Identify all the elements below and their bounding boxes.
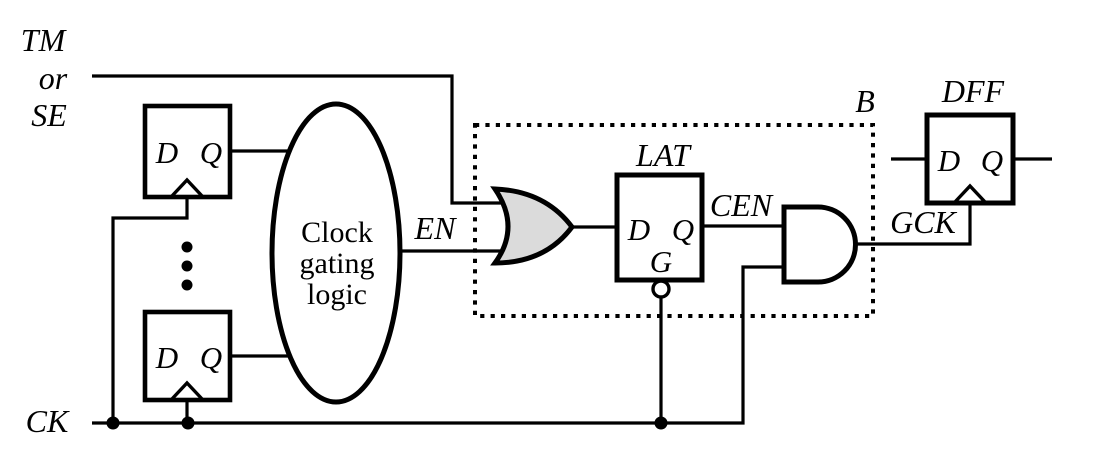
en-label: EN [414,210,458,246]
clock-triangle-icon [952,183,988,205]
ellipsis-dot [181,241,193,253]
latch-box [614,172,705,283]
junction-dots [106,416,668,430]
cen-label: CEN [710,187,774,223]
tm-label: TM [21,22,68,58]
or-label: or [39,60,68,96]
clock-gating-logic-line2: gating [300,247,375,280]
clock-triangle-icon [169,177,205,199]
output-ff: D Q [924,112,1016,206]
gck-wire [853,204,972,246]
clock-gating-logic-line1: Clock [301,216,373,249]
ck-wire [92,265,784,425]
or-gate-icon [490,186,576,266]
clock-gating-logic-ellipse [269,101,403,405]
block-b-label: B [855,83,875,119]
inverter-bubble-icon [651,279,671,299]
scan-ff-top-d-label: D [155,135,178,170]
output-ff-q-label: Q [981,143,1003,178]
ellipsis-dot [181,260,193,272]
clock-gating-logic-line3: logic [307,278,367,311]
wires [92,74,1052,425]
and-gate-icon [781,204,858,285]
latch-d-label: D [627,212,650,247]
scan-ff-bottom-d-label: D [155,340,178,375]
clock-gating-logic-block: Clock gating logic [269,101,403,405]
latch-g-label: G [650,244,672,279]
ellipsis-dot [181,279,193,291]
clock-triangle-icon [169,380,205,402]
output-ff-title: DFF [941,73,1005,109]
latch: D Q G [614,172,705,299]
block-b-boundary [473,123,875,318]
scan-ff-top: D Q [142,103,233,200]
junction-dot [106,416,120,430]
junction-dot [181,416,195,430]
tm-se-wire [92,74,509,205]
scan-ff-bottom: D Q [142,309,233,403]
latch-title: LAT [635,137,692,173]
output-ff-d-label: D [937,143,960,178]
gck-label: GCK [890,204,957,240]
latch-q-label: Q [672,212,694,247]
scan-ff-top-clock-wire [111,197,189,423]
junction-dot [654,416,668,430]
scan-ff-top-q-label: Q [200,135,222,170]
scan-ff-bottom-q-label: Q [200,340,222,375]
ck-label: CK [26,403,70,439]
se-label: SE [31,97,67,133]
signal-labels: TM or SE CK EN CEN GCK B LAT DFF [21,22,1005,439]
ellipsis-dots-icon [181,241,193,291]
